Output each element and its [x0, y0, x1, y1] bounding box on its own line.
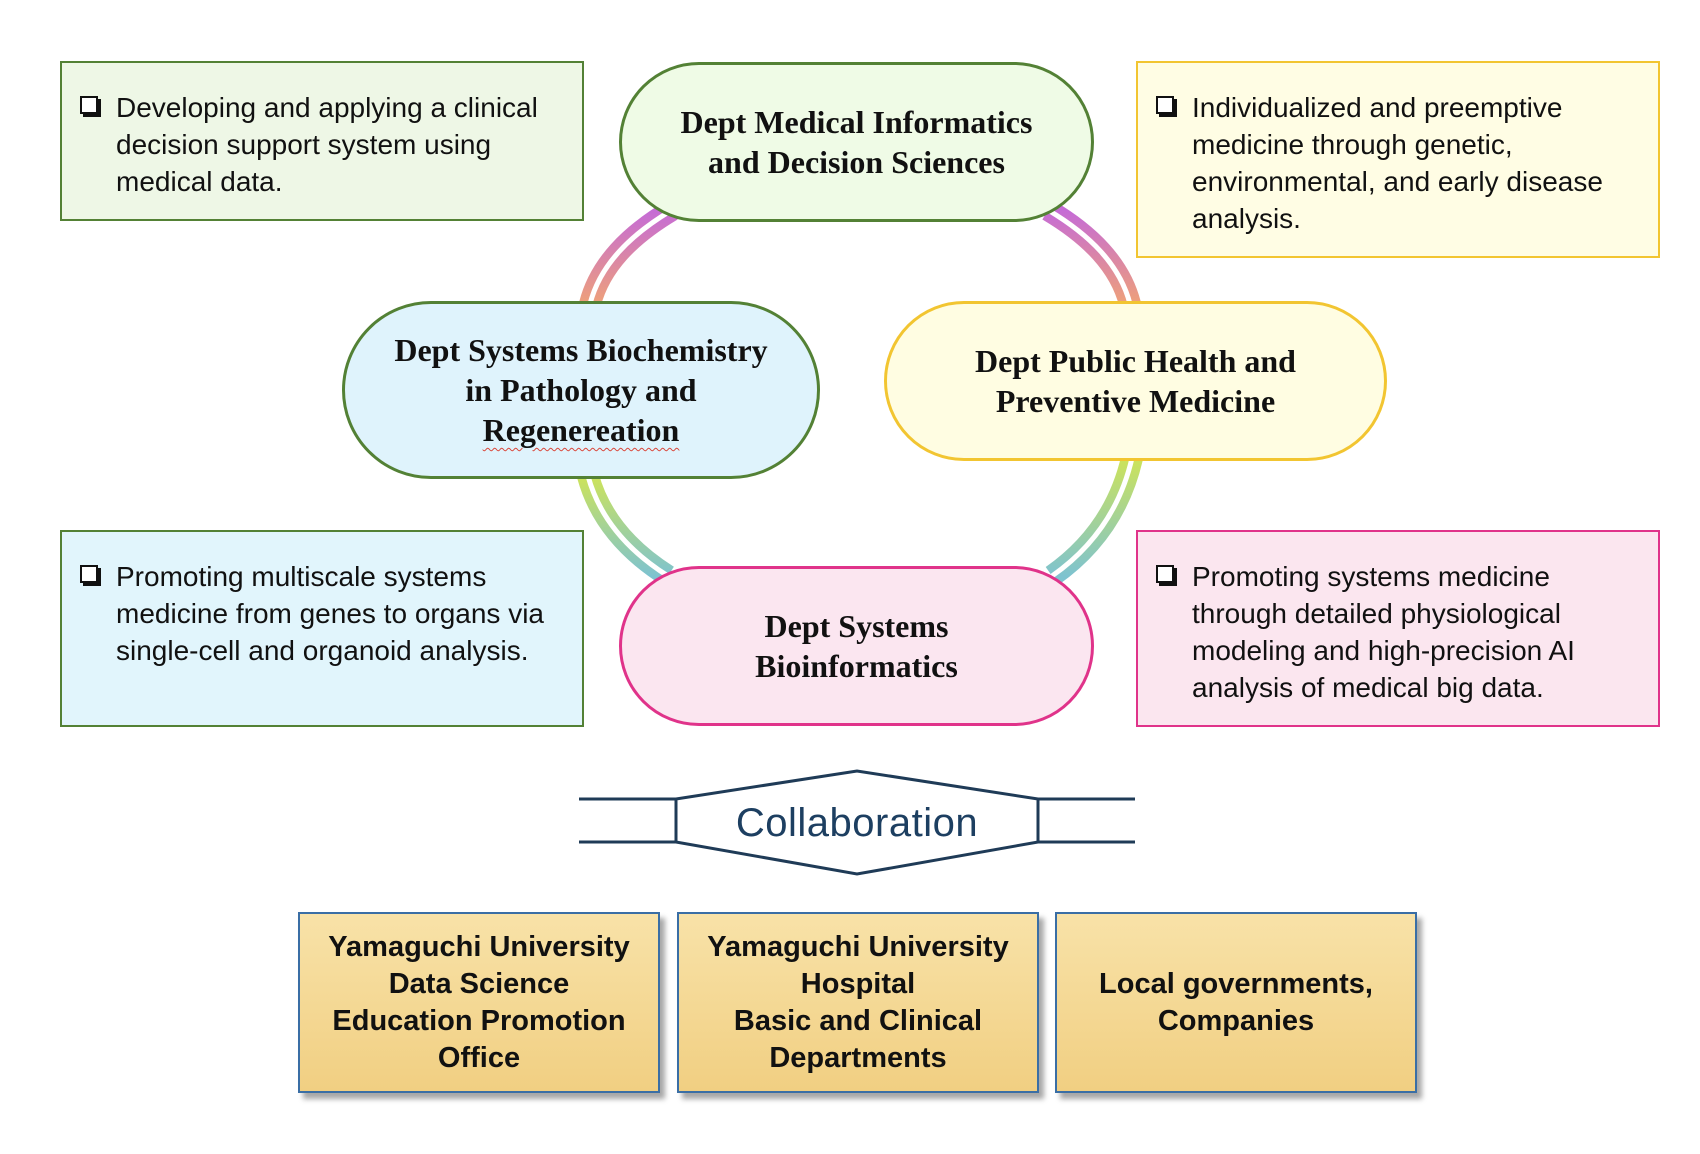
connector-top-left: [579, 200, 678, 308]
org-label-line: Education Promotion: [332, 1004, 626, 1037]
connector-bottom-right: [1045, 455, 1143, 586]
dept-label-line: Bioinformatics: [755, 648, 958, 684]
org-label-line: Office: [437, 1041, 521, 1074]
dept-systems-bioinformatics: Dept Systems Bioinformatics: [619, 566, 1094, 726]
org-data-science-office: Yamaguchi University Data Science Educat…: [298, 912, 660, 1093]
dept-public-health: Dept Public Health and Preventive Medici…: [884, 301, 1387, 461]
desc-text: Individualized and preemptive medicine t…: [1192, 92, 1603, 234]
checkbox-icon: [1156, 96, 1174, 114]
org-label-line: Departments: [769, 1041, 947, 1074]
dept-systems-biochemistry: Dept Systems Biochemistry in Pathology a…: [342, 301, 820, 479]
collaboration-label: Collaboration: [735, 800, 979, 845]
org-label-line: Local governments,: [1099, 967, 1373, 1000]
dept-label-line: and Decision Sciences: [708, 144, 1005, 180]
desc-systems-bioinformatics: Promoting systems medicine through detai…: [1136, 530, 1660, 727]
collaboration-double-arrow-icon: [579, 769, 1135, 876]
desc-systems-biochemistry: Promoting multiscale systems medicine fr…: [60, 530, 584, 727]
checkbox-icon: [80, 565, 98, 583]
desc-medical-informatics: Developing and applying a clinical decis…: [60, 61, 584, 221]
org-label-line: Yamaguchi University: [707, 930, 1009, 963]
org-label-line: Hospital: [800, 967, 916, 1000]
desc-text: Promoting multiscale systems medicine fr…: [116, 561, 544, 666]
org-label-line: Companies: [1157, 1004, 1315, 1037]
checkbox-icon: [1156, 565, 1174, 583]
dept-label-line: Dept Medical Informatics: [680, 104, 1033, 140]
dept-label-line: Dept Public Health and: [975, 343, 1296, 379]
connector-top-right: [1042, 200, 1141, 308]
org-label-line: Yamaguchi University: [328, 930, 630, 963]
dept-label-line: Dept Systems: [764, 608, 949, 644]
dept-label-line: Preventive Medicine: [995, 383, 1276, 419]
desc-text: Developing and applying a clinical decis…: [116, 92, 538, 197]
dept-label-line: Dept Systems Biochemistry: [394, 332, 768, 368]
dept-label-line: in Pathology and: [465, 372, 697, 408]
org-label-line: Basic and Clinical: [733, 1004, 983, 1037]
dept-label-line: Regenereation: [482, 412, 680, 448]
org-local-governments-companies: Local governments, Companies: [1055, 912, 1417, 1093]
checkbox-icon: [80, 96, 98, 114]
org-label-line: Data Science: [388, 967, 570, 1000]
desc-public-health: Individualized and preemptive medicine t…: [1136, 61, 1660, 258]
org-university-hospital: Yamaguchi University Hospital Basic and …: [677, 912, 1039, 1093]
connector-bottom-left: [577, 472, 674, 586]
dept-medical-informatics: Dept Medical Informatics and Decision Sc…: [619, 62, 1094, 222]
desc-text: Promoting systems medicine through detai…: [1192, 561, 1575, 703]
